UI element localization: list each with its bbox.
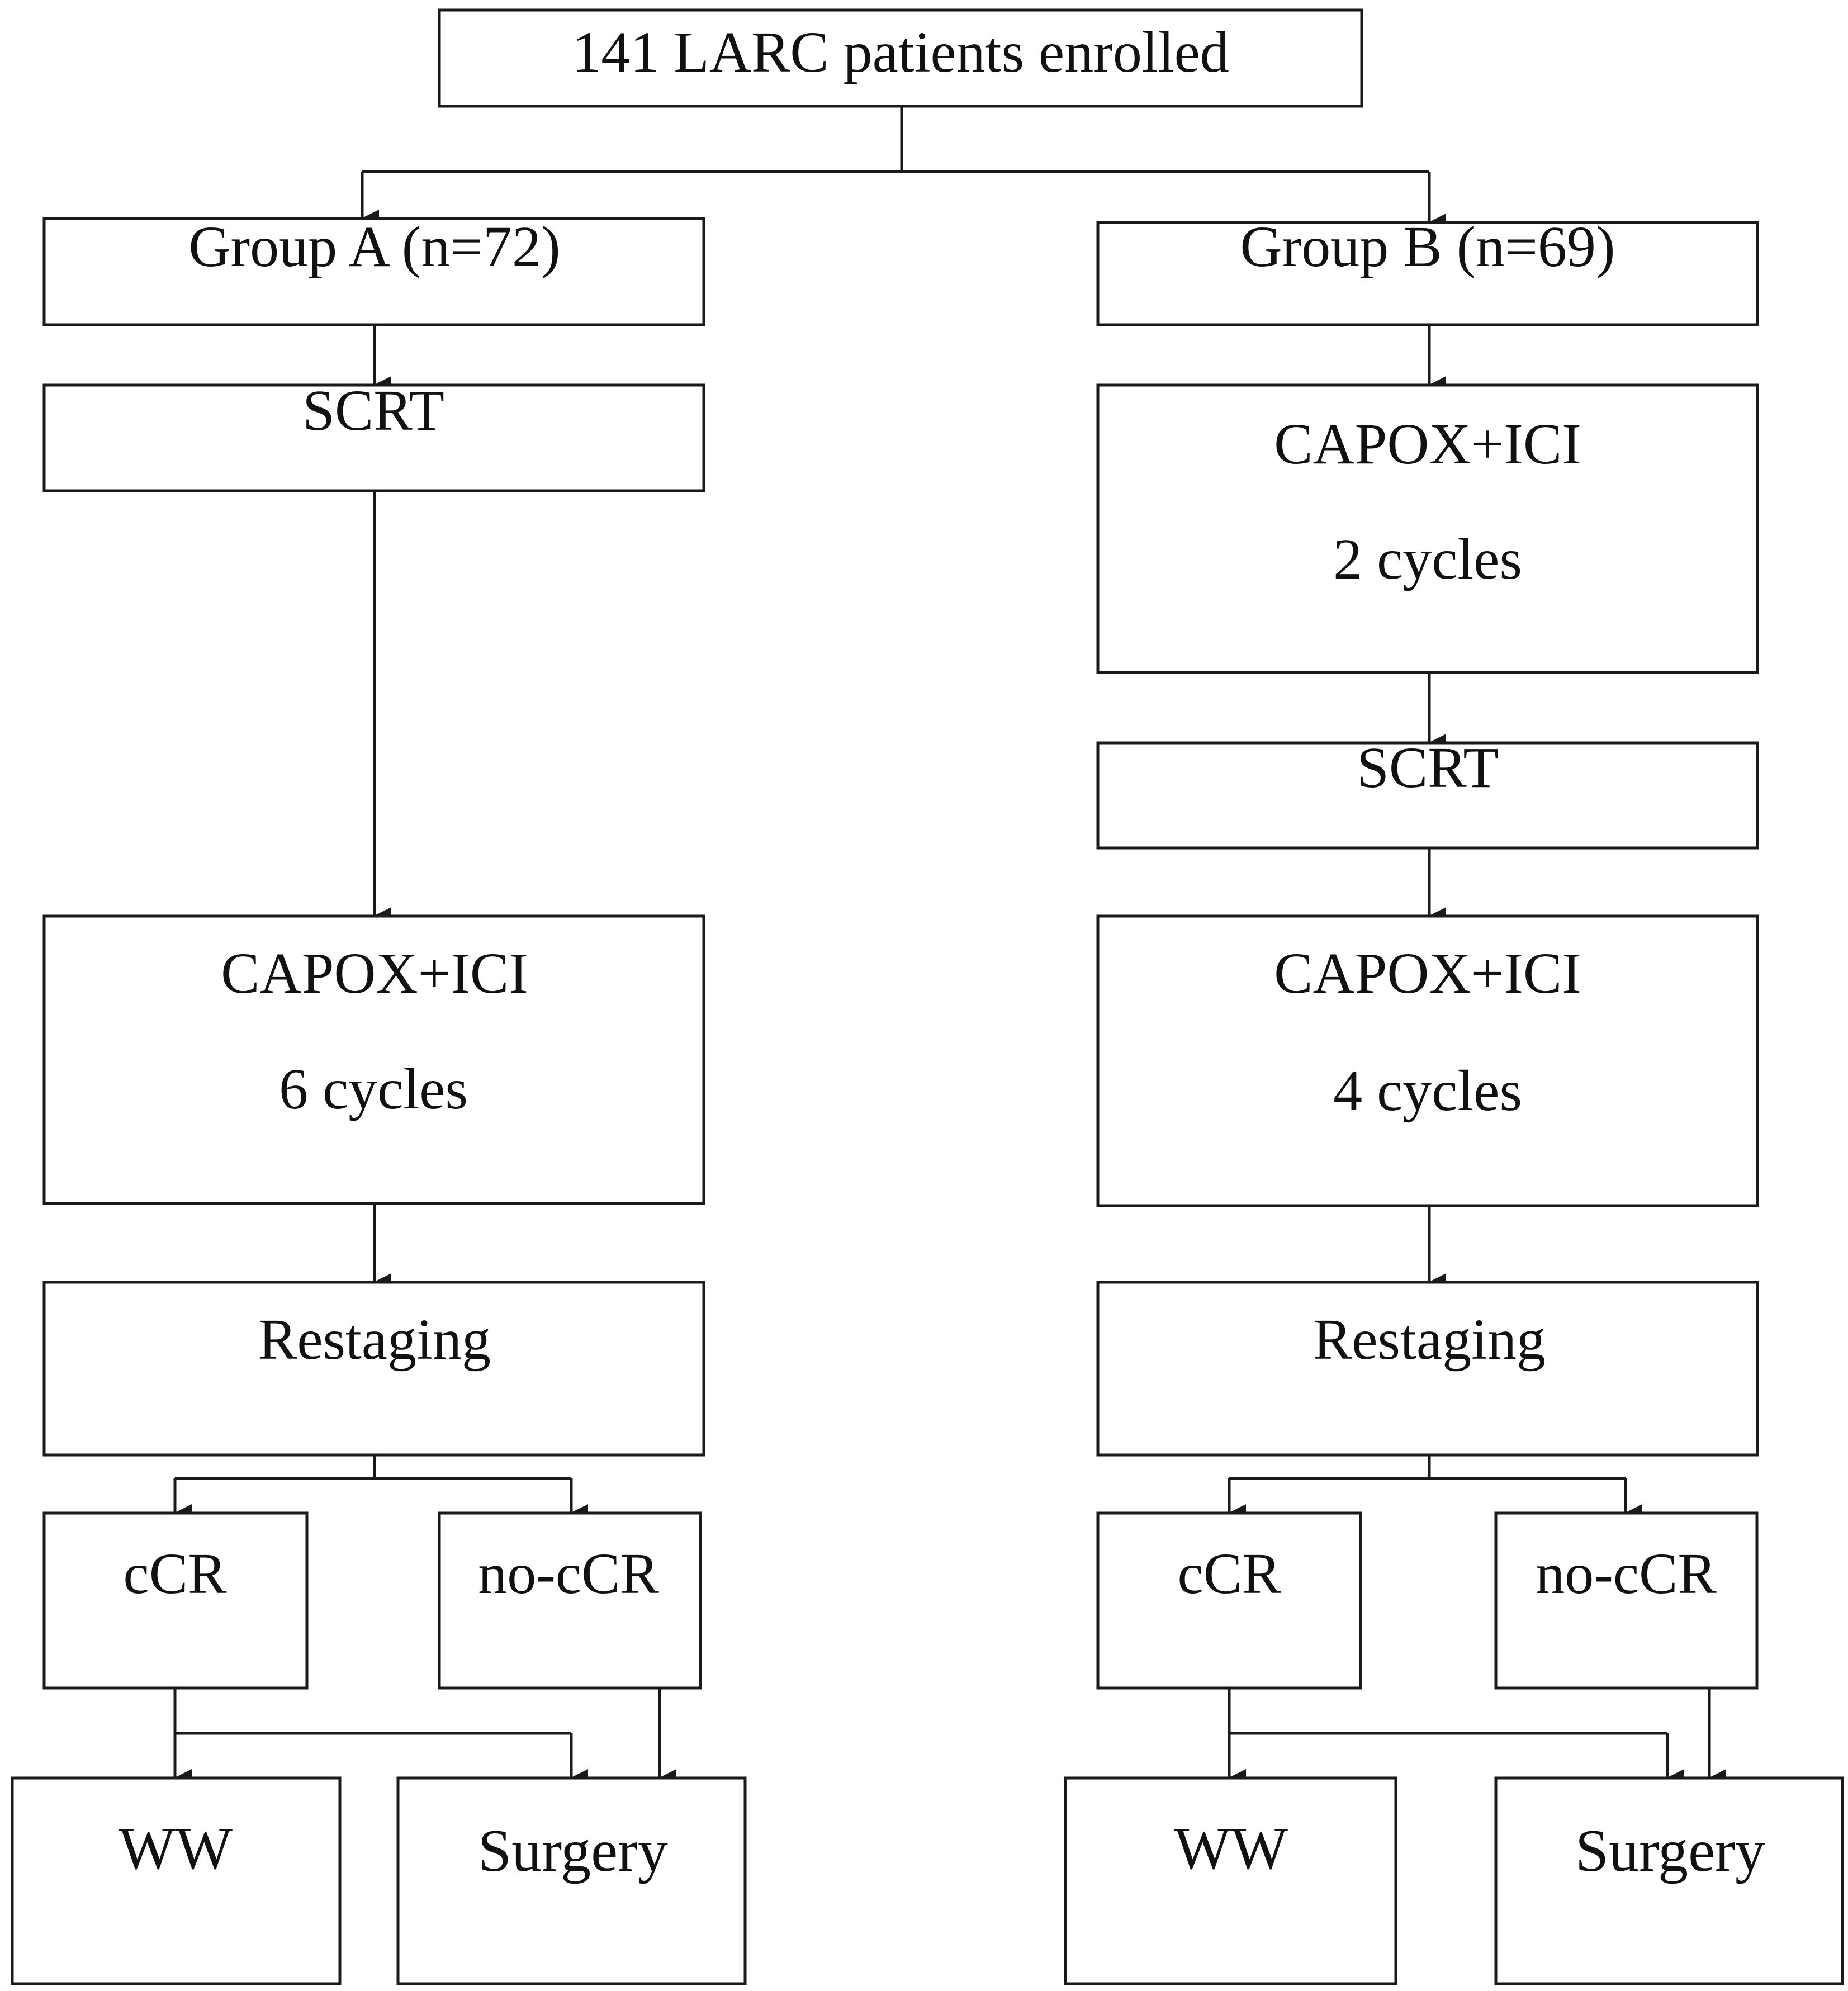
group-b-ww-node: WW xyxy=(1064,1776,1397,1985)
group-a-scrt-node: SCRT xyxy=(42,378,705,492)
group-b-restaging-node: Restaging xyxy=(1096,1281,1759,1457)
group-a-surgery-node: Surgery xyxy=(396,1776,747,1985)
group-b-capox-1-node: CAPOX+ICI 2 cycles xyxy=(1096,383,1759,674)
group-a-scrt-label: SCRT xyxy=(302,378,444,443)
group-b-no-ccr-label: no-cCR xyxy=(1536,1542,1717,1606)
group-a-no-ccr-label: no-cCR xyxy=(478,1542,659,1606)
group-b-ccr-node: cCR xyxy=(1096,1511,1362,1690)
root-label: 141 LARC patients enrolled xyxy=(572,20,1229,84)
group-a-ww-label: WW xyxy=(119,1815,233,1882)
group-b-cycles-1-label: 2 cycles xyxy=(1333,527,1522,591)
group-b-no-ccr-node: no-cCR xyxy=(1494,1511,1759,1690)
group-a-ccr-node: cCR xyxy=(42,1511,309,1690)
group-a-capox-label: CAPOX+ICI xyxy=(221,941,528,1006)
group-a-cycles-label: 6 cycles xyxy=(279,1057,468,1121)
group-b-capox-2-label: CAPOX+ICI xyxy=(1274,941,1581,1006)
group-b-capox-1-label: CAPOX+ICI xyxy=(1274,412,1581,476)
group-b-ww-label: WW xyxy=(1174,1815,1288,1882)
group-a-restaging-label: Restaging xyxy=(258,1307,491,1372)
group-b-restaging-label: Restaging xyxy=(1313,1307,1546,1372)
group-a-title-node: Group A (n=72) xyxy=(42,215,705,326)
group-a-ww-node: WW xyxy=(11,1776,342,1985)
group-b-scrt-label: SCRT xyxy=(1357,736,1499,800)
group-b-cycles-2-label: 4 cycles xyxy=(1333,1059,1522,1123)
group-b-title-node: Group B (n=69) xyxy=(1096,215,1759,326)
connectors xyxy=(173,106,1726,1786)
group-a-restaging-node: Restaging xyxy=(42,1281,705,1457)
group-b-surgery-label: Surgery xyxy=(1575,1818,1765,1884)
group-b-title: Group B (n=69) xyxy=(1240,215,1615,279)
root-node: 141 LARC patients enrolled xyxy=(438,8,1363,108)
group-b-surgery-node: Surgery xyxy=(1494,1776,1844,1985)
group-a-title: Group A (n=72) xyxy=(188,215,560,279)
group-b-scrt-node: SCRT xyxy=(1096,736,1759,850)
group-a-surgery-label: Surgery xyxy=(478,1818,668,1884)
group-a-ccr-label: cCR xyxy=(124,1542,228,1606)
group-a-no-ccr-node: no-cCR xyxy=(438,1511,702,1690)
group-a-capox-node: CAPOX+ICI 6 cycles xyxy=(42,914,705,1205)
group-b-ccr-label: cCR xyxy=(1178,1542,1282,1606)
group-b-capox-2-node: CAPOX+ICI 4 cycles xyxy=(1096,914,1759,1207)
